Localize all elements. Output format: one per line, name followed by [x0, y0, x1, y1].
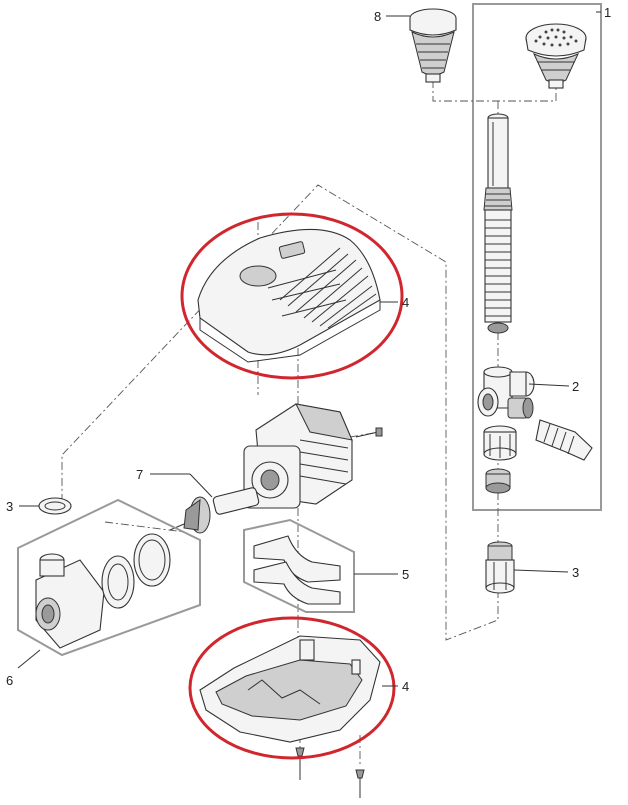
callout-3-right: 3	[572, 565, 579, 580]
base-screws	[295, 747, 365, 798]
callout-6: 6	[6, 673, 13, 688]
callout-5: 5	[402, 567, 409, 582]
mounting-screw	[355, 427, 383, 438]
regulator-valve	[507, 397, 534, 419]
pump-base-housing	[199, 635, 381, 743]
pump-top-cover	[197, 228, 381, 363]
highlight-base-housing	[188, 616, 396, 760]
nozzle-head-large	[525, 23, 587, 89]
callout-1: 1	[604, 5, 611, 20]
hose-connector	[535, 419, 593, 461]
threaded-adapter	[485, 468, 511, 494]
support-brackets	[253, 535, 341, 605]
kit-group-box	[472, 3, 602, 511]
extension-tube	[483, 113, 513, 334]
housing-group-box	[17, 498, 201, 657]
callout-2: 2	[572, 379, 579, 394]
holder-group-box	[243, 518, 355, 613]
callout-8: 8	[374, 9, 381, 24]
impeller-rotor	[169, 487, 260, 534]
housing-seal-rings	[101, 533, 171, 609]
union-nut	[483, 425, 517, 461]
highlight-top-cover	[180, 212, 404, 380]
callout-leaders	[17, 11, 601, 687]
callout-3-left: 3	[6, 499, 13, 514]
callout-4-top: 4	[402, 295, 409, 310]
o-ring-small	[38, 497, 72, 515]
callout-4-bottom: 4	[402, 679, 409, 694]
pump-housing-front	[35, 553, 105, 649]
callout-7: 7	[136, 467, 143, 482]
hose-adapter-right	[485, 541, 515, 594]
pump-motor	[243, 403, 353, 509]
nozzle-head-small	[409, 8, 457, 83]
